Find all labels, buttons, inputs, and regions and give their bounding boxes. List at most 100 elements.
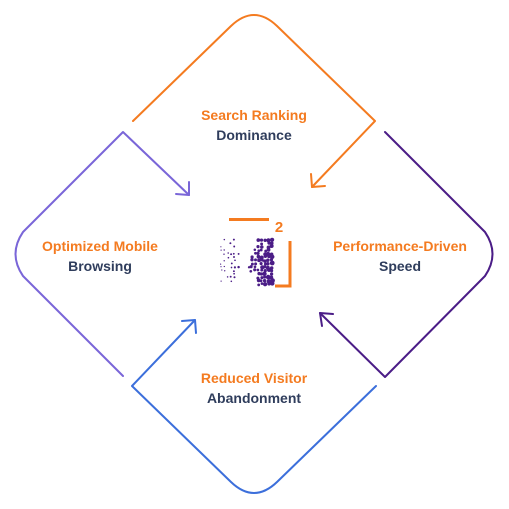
logo-dot xyxy=(269,243,274,249)
logo-dot xyxy=(260,282,264,285)
logo-dot xyxy=(256,238,261,242)
logo-dot xyxy=(230,280,233,283)
logo-dot xyxy=(234,259,236,262)
logo-dot xyxy=(256,254,261,259)
logo-dot xyxy=(253,265,257,269)
logo-dot xyxy=(250,262,254,266)
logo-dot xyxy=(221,269,223,271)
logo-dot xyxy=(260,242,264,246)
logo-dot xyxy=(253,248,257,251)
m2-logo-icon: 2 xyxy=(220,218,292,288)
logo-dot xyxy=(227,252,229,254)
label-bottom-line1: Reduced Visitor xyxy=(200,370,308,386)
label-left-line2: Browsing xyxy=(68,258,132,274)
label-top-line2: Dominance xyxy=(216,127,292,143)
top-edge-arrow xyxy=(132,14,376,188)
logo-dot xyxy=(263,259,267,263)
logo-dot xyxy=(256,251,260,256)
logo-dot xyxy=(267,254,271,259)
cycle-label-right: Performance-Driven Speed xyxy=(300,236,500,276)
cycle-label-bottom: Reduced Visitor Abandonment xyxy=(154,368,354,408)
logo-dot xyxy=(257,249,261,253)
logo-dot xyxy=(224,270,226,272)
label-bottom-line2: Abandonment xyxy=(206,390,302,406)
logo-dot xyxy=(226,276,229,278)
logo-dot xyxy=(264,249,268,253)
logo-dot xyxy=(259,262,263,266)
left-edge-arrow xyxy=(14,131,190,377)
logo-dot xyxy=(259,248,263,252)
logo-dot xyxy=(230,253,233,256)
logo-dot xyxy=(233,256,235,258)
logo-dot xyxy=(263,269,267,273)
logo-dot xyxy=(220,249,222,251)
logo-dot xyxy=(269,237,275,242)
logo-dot xyxy=(229,275,232,278)
logo-dot xyxy=(262,279,267,283)
logo-dot xyxy=(266,247,271,252)
logo-dot xyxy=(257,283,261,287)
logo-dot xyxy=(230,262,233,265)
logo-dot xyxy=(259,272,264,276)
logo-dot xyxy=(254,258,257,262)
right-edge-arrow xyxy=(319,131,494,378)
logo-dot xyxy=(223,249,225,251)
label-left-line1: Optimized Mobile xyxy=(42,238,158,254)
logo-dot xyxy=(270,269,274,273)
logo-dot xyxy=(257,258,262,263)
bottom-edge-arrow xyxy=(131,319,377,494)
logo-dot xyxy=(220,263,222,265)
logo-dot xyxy=(229,242,232,245)
logo-dot xyxy=(262,265,267,269)
label-right-line1: Performance-Driven xyxy=(333,238,467,254)
logo-dot xyxy=(256,245,260,249)
logo-dot xyxy=(227,256,230,259)
logo-dot xyxy=(237,252,240,255)
logo-dot xyxy=(233,276,236,279)
logo-dot xyxy=(269,254,275,260)
cycle-label-top: Search Ranking Dominance xyxy=(154,105,354,145)
logo-dot xyxy=(249,265,253,269)
logo-dot xyxy=(263,275,267,279)
logo-dot xyxy=(232,238,235,241)
logo-dot xyxy=(223,265,225,268)
logo-dot xyxy=(256,268,260,272)
logo-dot xyxy=(269,266,274,270)
logo-dot xyxy=(266,258,270,263)
logo-dot xyxy=(260,268,264,272)
logo-dot xyxy=(269,260,275,266)
logo-dot xyxy=(259,279,263,283)
cycle-label-left: Optimized Mobile Browsing xyxy=(0,236,200,276)
logo-dot xyxy=(230,266,233,269)
logo-dot xyxy=(254,262,258,266)
logo-dot xyxy=(233,272,235,275)
logo-dot xyxy=(263,254,268,258)
logo-dot xyxy=(266,262,270,266)
logo-dot xyxy=(256,278,261,283)
logo-dot xyxy=(262,271,267,277)
logo-dot xyxy=(270,281,275,286)
logo-dot xyxy=(223,253,225,255)
logo-dot xyxy=(249,269,253,273)
logo-dot xyxy=(260,276,264,280)
logo-dot xyxy=(267,241,271,245)
logo-dot xyxy=(233,245,236,248)
logo-dot xyxy=(250,255,254,259)
logo-dot xyxy=(232,270,235,273)
logo-dot xyxy=(220,246,222,248)
logo-dot xyxy=(259,238,264,242)
logo-dot xyxy=(220,266,222,268)
logo-dot xyxy=(223,260,225,262)
logo-dot xyxy=(232,252,235,255)
logo-dot xyxy=(250,258,254,262)
logo-dot xyxy=(253,268,257,272)
logo-dot xyxy=(259,255,264,260)
label-top-line1: Search Ranking xyxy=(201,107,307,123)
logo-dot xyxy=(223,238,226,241)
logo-dot xyxy=(269,272,274,276)
logo-dot xyxy=(267,281,271,286)
logo-dot xyxy=(233,266,236,269)
logo-dot xyxy=(254,251,257,255)
logo-dot xyxy=(220,280,222,282)
